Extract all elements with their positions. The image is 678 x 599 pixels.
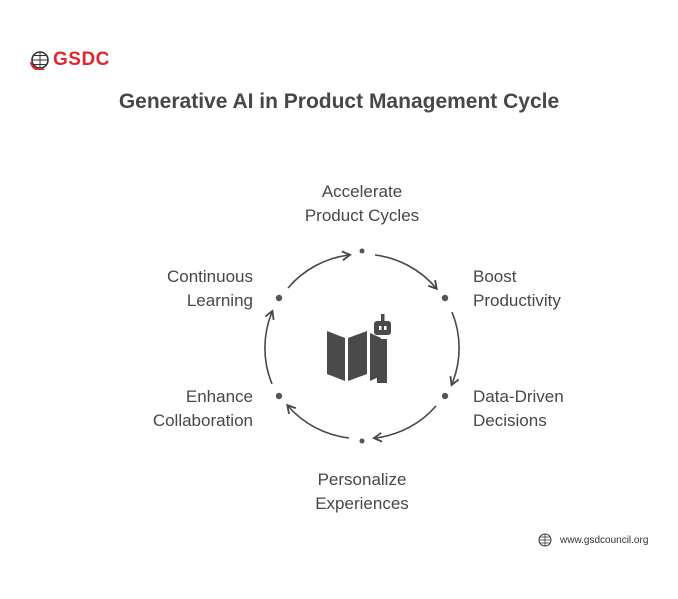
step-label: Experiences (315, 494, 409, 513)
step-personalize-experiences: Personalize Experiences (272, 468, 452, 516)
step-dot (275, 294, 283, 302)
step-dot (441, 392, 449, 400)
step-label: Product Cycles (304, 206, 420, 225)
step-label: Learning (186, 291, 253, 310)
step-label: Accelerate (321, 182, 403, 201)
step-label: Boost (473, 267, 517, 286)
globe-icon (538, 533, 552, 547)
step-enhance-collaboration: Enhance Collaboration (100, 385, 253, 433)
step-label: Productivity (473, 291, 561, 310)
globe-logo-icon (30, 51, 49, 70)
step-label: Continuous (166, 267, 253, 286)
step-label: Decisions (473, 411, 547, 430)
step-label: Data-Driven (473, 387, 564, 406)
arrow-4 (286, 403, 350, 439)
footer: www.gsdcouncil.org (538, 533, 648, 547)
arrow-2 (449, 311, 460, 387)
step-continuous-learning: Continuous Learning (100, 265, 253, 313)
step-label: Collaboration (152, 411, 253, 430)
arrow-6 (287, 250, 352, 289)
step-dot (275, 392, 283, 400)
website-url[interactable]: www.gsdcouncil.org (560, 534, 649, 546)
arrow-5 (264, 309, 275, 385)
step-dot (441, 294, 449, 302)
step-label: Personalize (317, 470, 407, 489)
page-title: Generative AI in Product Management Cycl… (118, 90, 560, 113)
step-accelerate-product-cycles: Accelerate Product Cycles (272, 180, 452, 228)
gsdc-logo: GSDC (30, 49, 110, 71)
step-boost-productivity: Boost Productivity (473, 265, 561, 313)
map-robot-icon (327, 314, 391, 383)
step-label: Enhance (185, 387, 253, 406)
arrow-3 (372, 405, 437, 443)
step-dot (359, 438, 365, 444)
arrow-1 (374, 254, 438, 291)
logo-text: GSDC (53, 49, 110, 70)
step-data-driven-decisions: Data-Driven Decisions (473, 385, 564, 433)
step-dot (359, 248, 365, 254)
